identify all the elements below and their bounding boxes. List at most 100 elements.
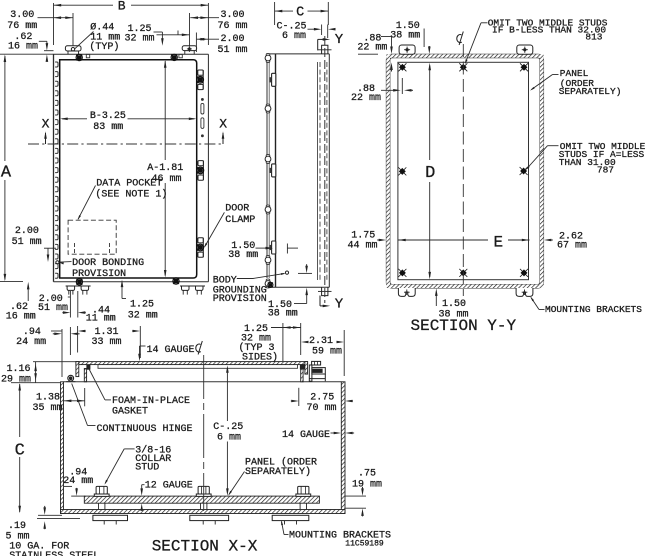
svg-text:THAN 31.00: THAN 31.00: [559, 157, 616, 168]
svg-text:76 mm: 76 mm: [217, 21, 247, 32]
svg-text:3.00: 3.00: [220, 10, 244, 21]
svg-text:Y: Y: [335, 32, 344, 48]
svg-text:2.00: 2.00: [220, 34, 244, 45]
svg-text:1.50: 1.50: [396, 21, 420, 32]
svg-text:STUDS IF A=LESS: STUDS IF A=LESS: [559, 149, 645, 160]
svg-text:22 mm: 22 mm: [357, 43, 387, 54]
svg-text:(SEE NOTE 1): (SEE NOTE 1): [95, 189, 167, 201]
svg-text:.44: .44: [92, 305, 110, 316]
svg-text:32 mm: 32 mm: [241, 334, 271, 345]
svg-text:GROUNDING: GROUNDING: [213, 286, 267, 297]
svg-text:11 mm: 11 mm: [86, 314, 116, 325]
svg-text:B: B: [118, 0, 126, 14]
svg-text:38 mm: 38 mm: [438, 310, 468, 321]
svg-text:12 GAUGE: 12 GAUGE: [145, 480, 193, 491]
svg-text:BODY: BODY: [213, 275, 237, 286]
svg-text:C: C: [296, 5, 304, 20]
svg-text:11C59189: 11C59189: [345, 540, 384, 549]
svg-text:11 mm: 11 mm: [90, 32, 120, 43]
svg-text:38 mm: 38 mm: [390, 31, 420, 42]
svg-text:Ø.44: Ø.44: [90, 22, 114, 34]
svg-text:STAINLESS STEEL: STAINLESS STEEL: [9, 551, 99, 556]
svg-text:PANEL (ORDER: PANEL (ORDER: [245, 456, 317, 468]
svg-text:(TYP 3: (TYP 3: [238, 342, 274, 354]
svg-text:16 mm: 16 mm: [8, 42, 38, 53]
svg-text:CLAMP: CLAMP: [225, 215, 255, 226]
svg-text:1.25: 1.25: [127, 24, 151, 35]
svg-text:COLLAR: COLLAR: [135, 454, 171, 465]
svg-text:OMIT TWO MIDDLE: OMIT TWO MIDDLE: [560, 141, 646, 152]
svg-text:70 mm: 70 mm: [306, 403, 336, 414]
svg-text:1.50: 1.50: [442, 299, 466, 310]
svg-text:19 mm: 19 mm: [352, 479, 382, 490]
svg-text:2.75: 2.75: [310, 392, 334, 403]
svg-text:2.00: 2.00: [15, 226, 39, 237]
svg-text:2.00: 2.00: [39, 294, 63, 305]
svg-text:1.75: 1.75: [351, 231, 375, 242]
svg-text:3.00: 3.00: [10, 10, 34, 21]
svg-text:D: D: [425, 164, 435, 183]
svg-text:GASKET: GASKET: [112, 407, 148, 418]
svg-text:76 mm: 76 mm: [7, 21, 37, 32]
svg-text:3/8-16: 3/8-16: [135, 444, 171, 456]
svg-text:24 mm: 24 mm: [63, 476, 93, 487]
svg-text:1.25: 1.25: [244, 324, 268, 335]
svg-text:B-3.25: B-3.25: [90, 111, 126, 122]
svg-text:.62: .62: [10, 302, 28, 313]
svg-text:.88: .88: [357, 84, 375, 95]
svg-text:44 mm: 44 mm: [347, 240, 377, 251]
svg-text:(ORDER: (ORDER: [560, 78, 595, 89]
svg-text:1.50: 1.50: [268, 300, 292, 311]
svg-text:SECTION Y-Y: SECTION Y-Y: [410, 317, 516, 335]
svg-text:PROVISION: PROVISION: [72, 269, 126, 280]
svg-text:1.31: 1.31: [94, 327, 118, 338]
svg-text:DOOR BONDING: DOOR BONDING: [72, 258, 144, 269]
svg-text:SEPARATELY): SEPARATELY): [559, 86, 622, 97]
svg-text:46 mm: 46 mm: [151, 174, 181, 185]
svg-text:.94: .94: [23, 327, 41, 338]
svg-text:67 mm: 67 mm: [557, 240, 587, 251]
svg-text:.62: .62: [14, 32, 32, 43]
svg-text:.88: .88: [363, 33, 381, 44]
svg-text:1.50: 1.50: [231, 241, 255, 252]
svg-text:16 mm: 16 mm: [6, 312, 36, 323]
svg-text:C-.25: C-.25: [276, 21, 306, 32]
svg-text:38 mm: 38 mm: [228, 250, 258, 261]
svg-text:1.25: 1.25: [130, 299, 154, 310]
svg-text:24 mm: 24 mm: [16, 337, 46, 348]
svg-text:51 mm: 51 mm: [12, 237, 42, 248]
svg-text:(TYP): (TYP): [89, 41, 119, 53]
svg-text:33 mm: 33 mm: [91, 337, 121, 348]
svg-text:6 mm: 6 mm: [217, 432, 241, 443]
svg-text:35 mm: 35 mm: [32, 403, 62, 414]
svg-text:CONTINUOUS HINGE: CONTINUOUS HINGE: [97, 424, 193, 435]
svg-text:813: 813: [585, 32, 602, 43]
svg-text:2.62: 2.62: [559, 231, 583, 242]
svg-text:IF B-LESS THAN 32.00: IF B-LESS THAN 32.00: [492, 25, 606, 36]
svg-text:E: E: [493, 233, 503, 251]
svg-text:STUD: STUD: [135, 463, 159, 474]
svg-text:787: 787: [597, 165, 614, 176]
svg-text:.19: .19: [8, 521, 26, 532]
svg-text:.94: .94: [69, 468, 87, 479]
svg-text:29 mm: 29 mm: [1, 374, 31, 385]
svg-text:6 mm: 6 mm: [282, 31, 306, 42]
svg-text:SECTION X-X: SECTION X-X: [152, 538, 258, 556]
svg-text:51 mm: 51 mm: [217, 45, 247, 56]
svg-text:1.38: 1.38: [36, 392, 60, 403]
svg-text:14 GAUGE: 14 GAUGE: [147, 345, 195, 356]
svg-text:Y: Y: [335, 297, 344, 313]
svg-text:X: X: [219, 117, 227, 132]
svg-text:A-1.81: A-1.81: [147, 163, 183, 174]
svg-text:PROVISION: PROVISION: [213, 294, 267, 305]
svg-text:A: A: [1, 164, 12, 183]
svg-text:83 mm: 83 mm: [93, 122, 123, 133]
svg-text:DATA POCKET: DATA POCKET: [96, 179, 162, 190]
svg-text:38 mm: 38 mm: [268, 308, 298, 319]
svg-text:14 GAUGE: 14 GAUGE: [282, 430, 330, 441]
svg-text:FOAM-IN-PLACE: FOAM-IN-PLACE: [112, 396, 190, 407]
svg-text:32 mm: 32 mm: [124, 33, 154, 44]
svg-text:MOUNTING BRACKETS: MOUNTING BRACKETS: [289, 531, 391, 542]
svg-text:C-.25: C-.25: [213, 422, 243, 433]
svg-text:.75: .75: [358, 469, 376, 480]
